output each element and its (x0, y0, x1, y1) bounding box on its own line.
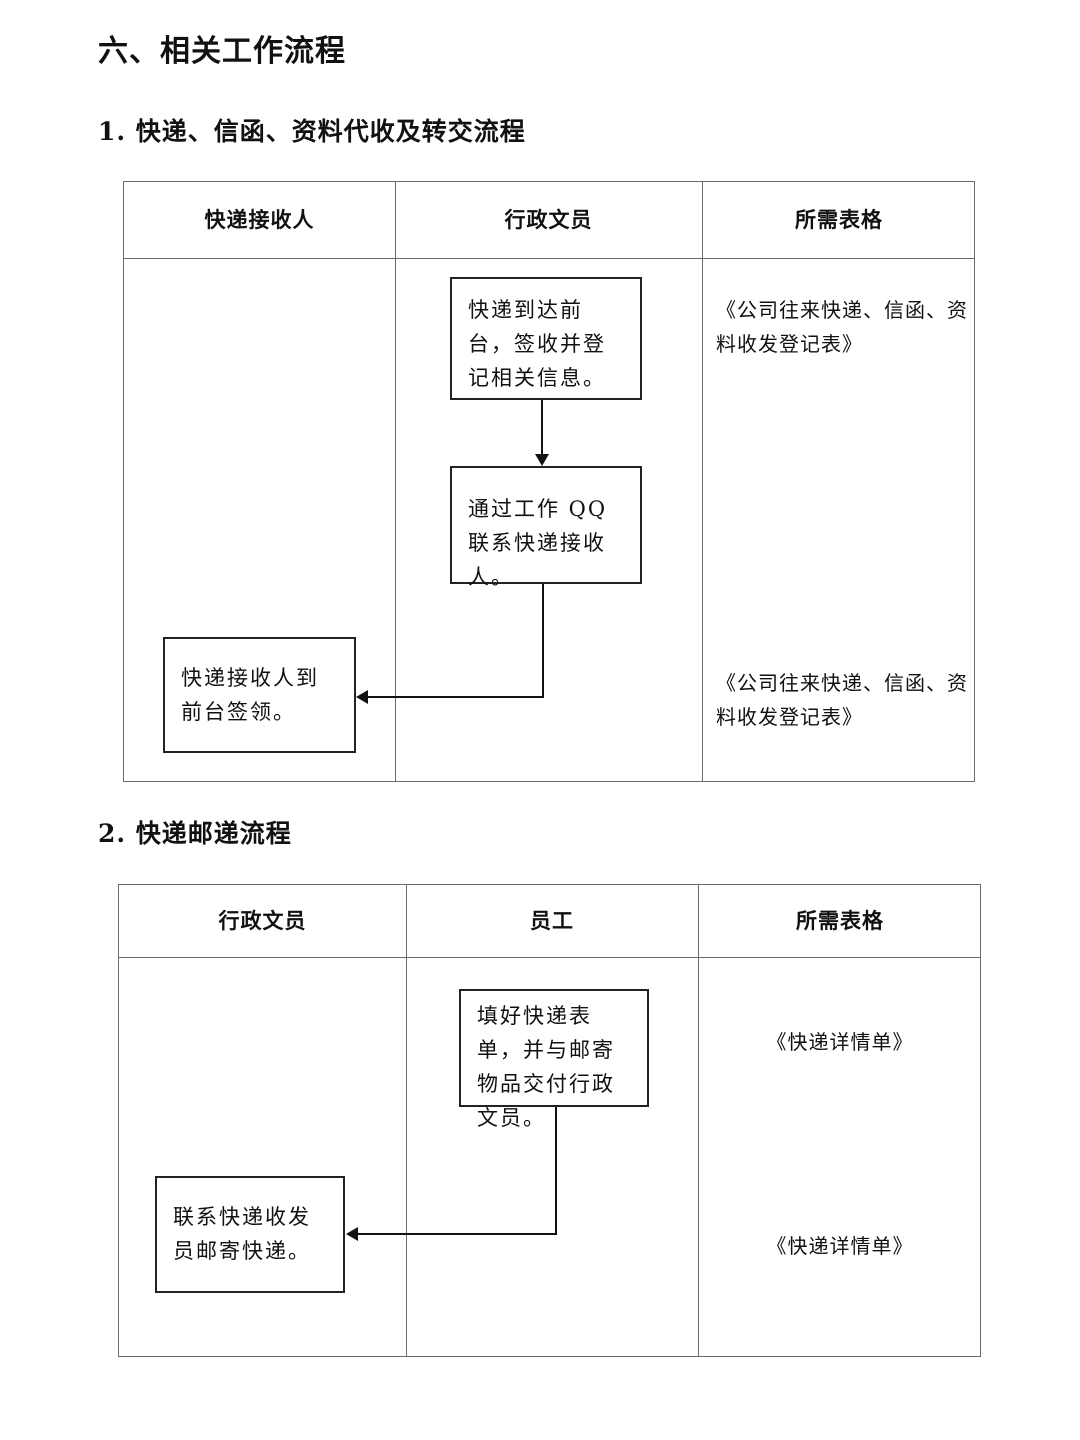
flow2-form-label: 《快递详情单》 (766, 1234, 914, 1258)
flow1-column-header: 所需表格 (795, 208, 883, 232)
flow2-column-header: 所需表格 (796, 909, 884, 933)
page-title: 六、相关工作流程 (98, 34, 346, 69)
flow2-column-header: 员工 (530, 909, 574, 933)
flow2-table: 行政文员 员工 所需表格 填好快递表单，并与邮寄物品交付行政文员。 联系快递收发… (118, 884, 981, 1357)
flow1-arrow-left (365, 584, 544, 698)
flow1-header-divider (124, 258, 974, 259)
flow2-column-header: 行政文员 (218, 909, 307, 933)
flow1-form-label: 《公司往来快递、信函、资料收发登记表》 (716, 671, 968, 729)
flow2-step-fill-form: 填好快递表单，并与邮寄物品交付行政文员。 (459, 989, 649, 1130)
flow2-form-label: 《快递详情单》 (766, 1030, 914, 1054)
flow2-header-divider (119, 957, 980, 958)
flow1-step-recipient-pickup: 快递接收人到前台签领。 (163, 637, 356, 753)
flow1-column-header: 快递接收人 (204, 208, 315, 232)
flow1-step-receive-register: 快递到达前台，签收并登记相关信息。 (450, 277, 642, 400)
flow1-step-contact-via-qq: 通过工作 QQ 联系快递接收人。 (450, 466, 642, 589)
flow1-column-divider (395, 182, 396, 781)
flow1-title: 1. 快递、信函、资料代收及转交流程 (98, 117, 526, 146)
flow1-form-label: 《公司往来快递、信函、资料收发登记表》 (716, 298, 968, 356)
flow1-arrowhead (356, 690, 368, 704)
flow1-column-header: 行政文员 (504, 208, 593, 232)
flow1-column-divider (702, 182, 703, 781)
flow2-arrowhead (346, 1227, 358, 1241)
flow1-table: 快递接收人 行政文员 所需表格 快递到达前台，签收并登记相关信息。 通过工作 Q… (123, 181, 975, 782)
flow2-step-contact-courier: 联系快递收发员邮寄快递。 (155, 1176, 345, 1293)
flow2-column-divider (698, 885, 699, 1356)
flow1-arrowhead (535, 454, 549, 466)
flow2-title: 2. 快递邮递流程 (98, 819, 292, 848)
